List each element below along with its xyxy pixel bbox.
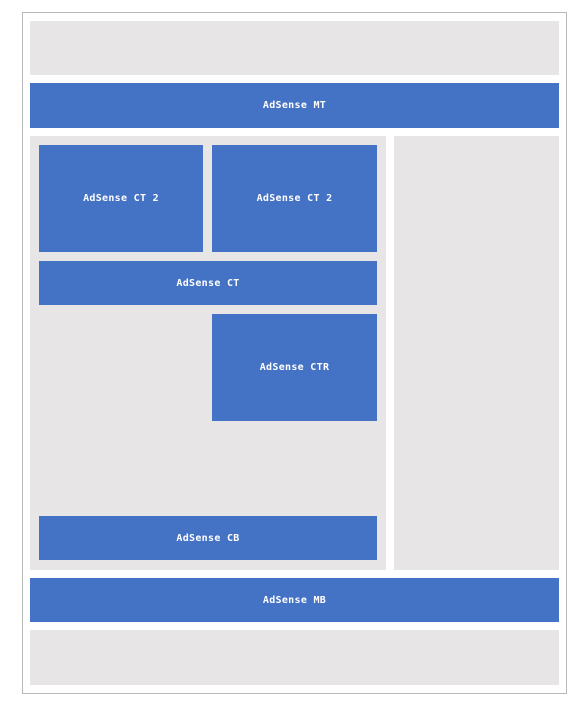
adsense-cb-block: AdSense CB (39, 516, 377, 560)
adsense-cb-label: AdSense CB (176, 532, 240, 544)
adsense-mb-block: AdSense MB (30, 578, 559, 622)
adsense-ct2-left-label: AdSense CT 2 (83, 193, 159, 204)
sidebar-placeholder (394, 136, 559, 570)
adsense-mt-block: AdSense MT (30, 83, 559, 128)
footer-placeholder (30, 630, 559, 685)
adsense-ct2-right-block: AdSense CT 2 (212, 145, 377, 252)
adsense-ct2-left-block: AdSense CT 2 (39, 145, 203, 252)
adsense-ct2-right-label: AdSense CT 2 (256, 193, 333, 204)
adsense-mt-label: AdSense MT (262, 100, 327, 111)
header-placeholder (30, 21, 559, 75)
adsense-ctr-label: AdSense CTR (259, 362, 330, 373)
adsense-ct-label: AdSense CT (176, 277, 240, 289)
adsense-ctr-block: AdSense CTR (212, 314, 377, 421)
adsense-mb-label: AdSense MB (262, 594, 327, 606)
adsense-ct-block: AdSense CT (39, 261, 377, 305)
